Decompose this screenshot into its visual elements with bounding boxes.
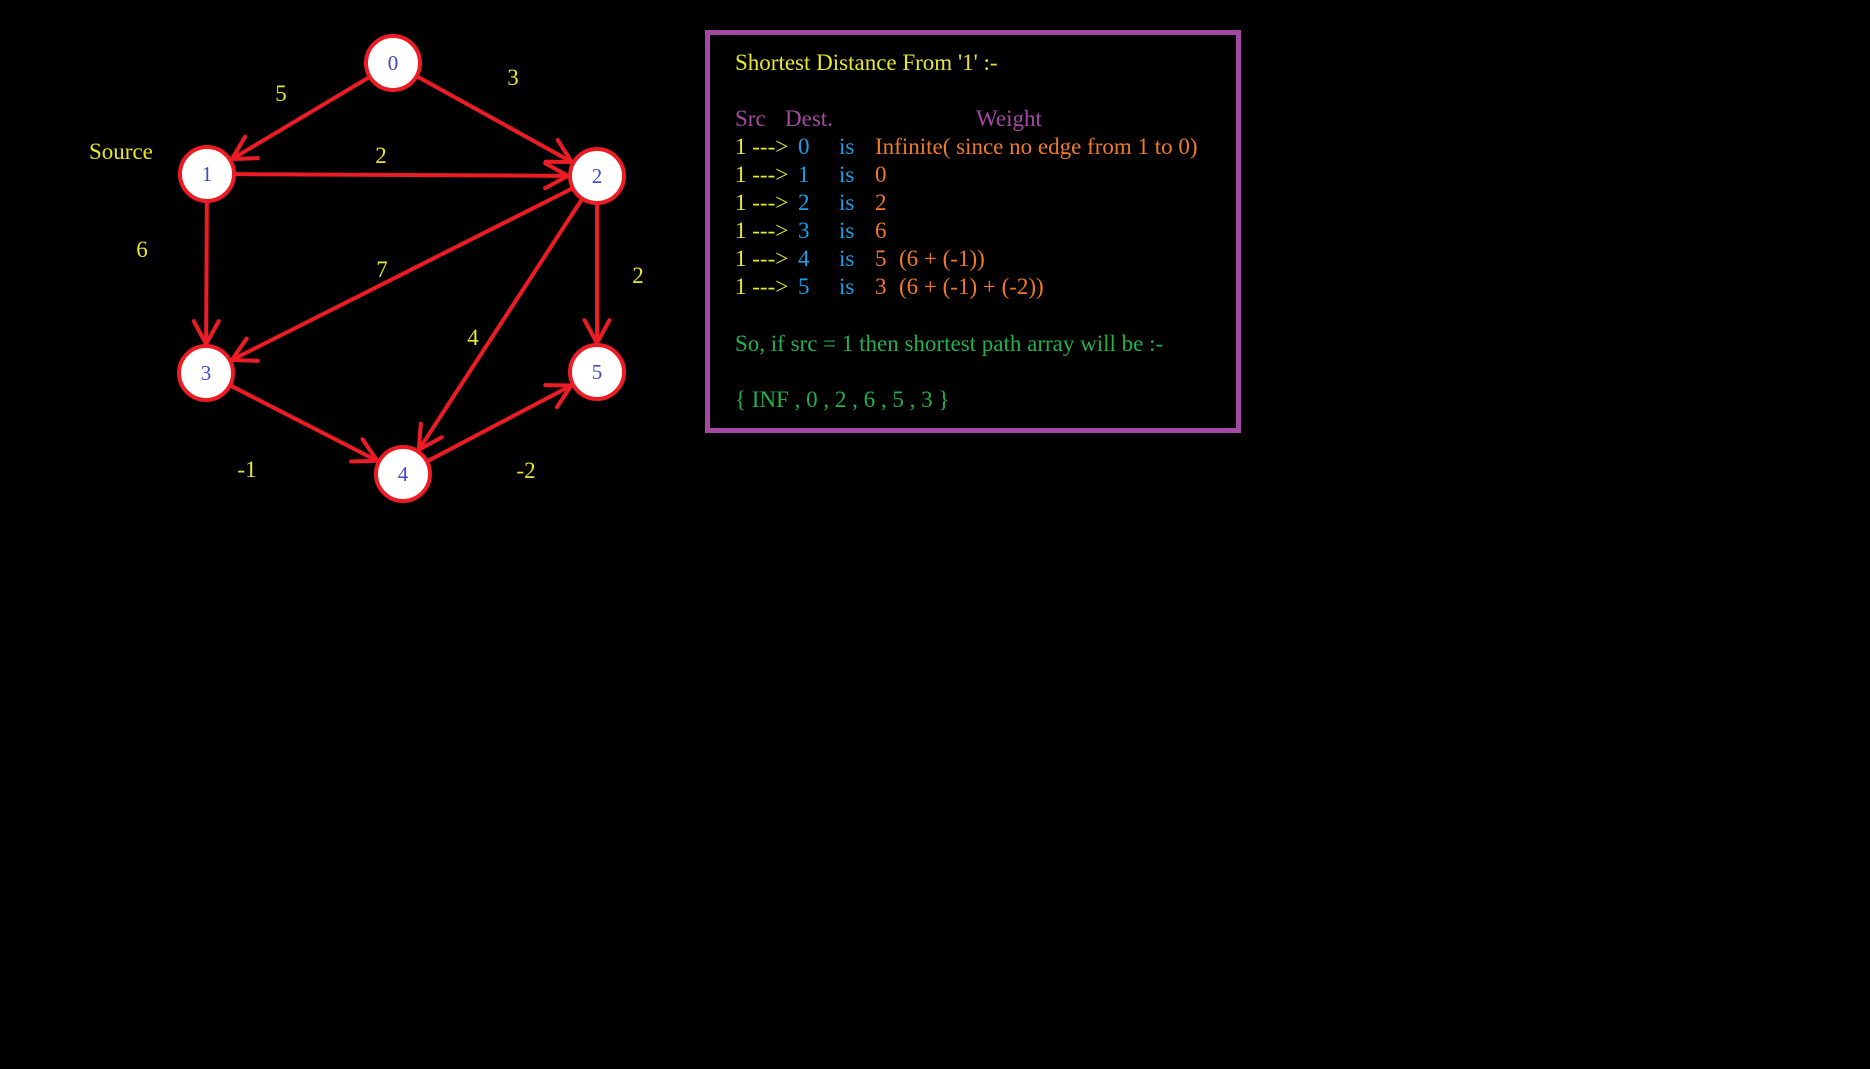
weight-label-4-5: -2: [516, 458, 535, 483]
row-dest: 1: [798, 162, 810, 187]
row-weight: Infinite( since no edge from 1 to 0): [875, 134, 1198, 159]
nodes-layer: 0 1 2 3 4 5: [177, 34, 626, 503]
row-dest: 4: [798, 246, 810, 271]
conclusion-text: So, if src = 1 then shortest path array …: [735, 331, 1164, 356]
node-3: 3: [177, 344, 235, 402]
row-src: 1 --->: [735, 134, 789, 159]
row-dest: 2: [798, 190, 810, 215]
row-src: 1 --->: [735, 274, 789, 299]
node-label-3: 3: [201, 361, 212, 385]
node-circle-0: [364, 34, 422, 92]
row-src: 1 --->: [735, 246, 789, 271]
row-is: is: [839, 246, 855, 271]
row-dest: 5: [798, 274, 810, 299]
edge-1-2: [231, 172, 571, 178]
weight-label-2-3: 7: [376, 257, 388, 282]
row-weight: 6: [875, 218, 887, 243]
row-is: is: [839, 162, 855, 187]
edge-2-4: [416, 196, 585, 452]
edge-1-3: [204, 198, 209, 347]
node-4: 4: [374, 445, 432, 503]
row-weight: 2: [875, 190, 887, 215]
weight-label-0-1: 5: [275, 81, 287, 106]
node-label-5: 5: [592, 360, 603, 384]
arrowhead-2-4: [416, 421, 444, 452]
weight-label-1-3: 6: [136, 237, 148, 262]
graph-diagram: 0 1 2 3 4 5 5 3 2 6 7 4 2 -1 -2 Source: [89, 34, 644, 503]
node-circle-1: [178, 145, 236, 203]
arrowhead-4-5: [543, 383, 574, 410]
row-dest: 0: [798, 134, 810, 159]
row-weight: 3: [875, 274, 887, 299]
row-weight: 5: [875, 246, 887, 271]
row-is: is: [839, 274, 855, 299]
row-src: 1 --->: [735, 218, 789, 243]
panel-title: Shortest Distance From '1' :-: [735, 50, 998, 75]
result-array: { INF , 0 , 2 , 6 , 5 , 3 }: [735, 387, 950, 412]
row-src: 1 --->: [735, 162, 789, 187]
weight-label-2-5: 2: [632, 263, 644, 288]
node-circle-2: [568, 147, 626, 205]
weight-label-1-2: 2: [375, 143, 387, 168]
source-label: Source: [89, 139, 153, 164]
node-1: 1: [178, 145, 236, 203]
node-label-2: 2: [592, 164, 603, 188]
row-dest: 3: [798, 218, 810, 243]
shortest-distance-panel: Shortest Distance From '1' :- Src Dest. …: [705, 30, 1241, 433]
edge-0-2: [414, 74, 574, 164]
edge-0-1: [229, 74, 372, 162]
node-circle-4: [374, 445, 432, 503]
row-note: (6 + (-1) + (-2)): [899, 274, 1044, 299]
node-label-0: 0: [388, 51, 399, 75]
node-0: 0: [364, 34, 422, 92]
node-label-4: 4: [398, 462, 409, 486]
arrowhead-2-3: [229, 336, 260, 363]
weights-layer: 5 3 2 6 7 4 2 -1 -2: [136, 65, 644, 483]
weight-label-2-4: 4: [467, 325, 479, 350]
header-dest: Dest.: [785, 106, 833, 131]
weight-label-3-4: -1: [237, 457, 256, 482]
node-circle-5: [568, 343, 626, 401]
row-src: 1 --->: [735, 190, 789, 215]
node-2: 2: [568, 147, 626, 205]
row-is: is: [839, 190, 855, 215]
edge-2-3: [229, 186, 575, 362]
edges-layer: [191, 74, 612, 464]
node-circle-3: [177, 344, 235, 402]
node-label-1: 1: [202, 162, 213, 186]
arrowhead-1-2: [543, 161, 571, 191]
arrowhead-0-2: [543, 137, 574, 164]
header-weight: Weight: [976, 106, 1042, 131]
node-5: 5: [568, 343, 626, 401]
edge-4-5: [424, 383, 574, 464]
row-weight: 0: [875, 162, 887, 187]
header-src: Src: [735, 106, 766, 131]
row-is: is: [839, 218, 855, 243]
edge-3-4: [228, 383, 380, 463]
row-is: is: [839, 134, 855, 159]
weight-label-0-2: 3: [507, 65, 519, 90]
row-note: (6 + (-1)): [899, 246, 985, 271]
